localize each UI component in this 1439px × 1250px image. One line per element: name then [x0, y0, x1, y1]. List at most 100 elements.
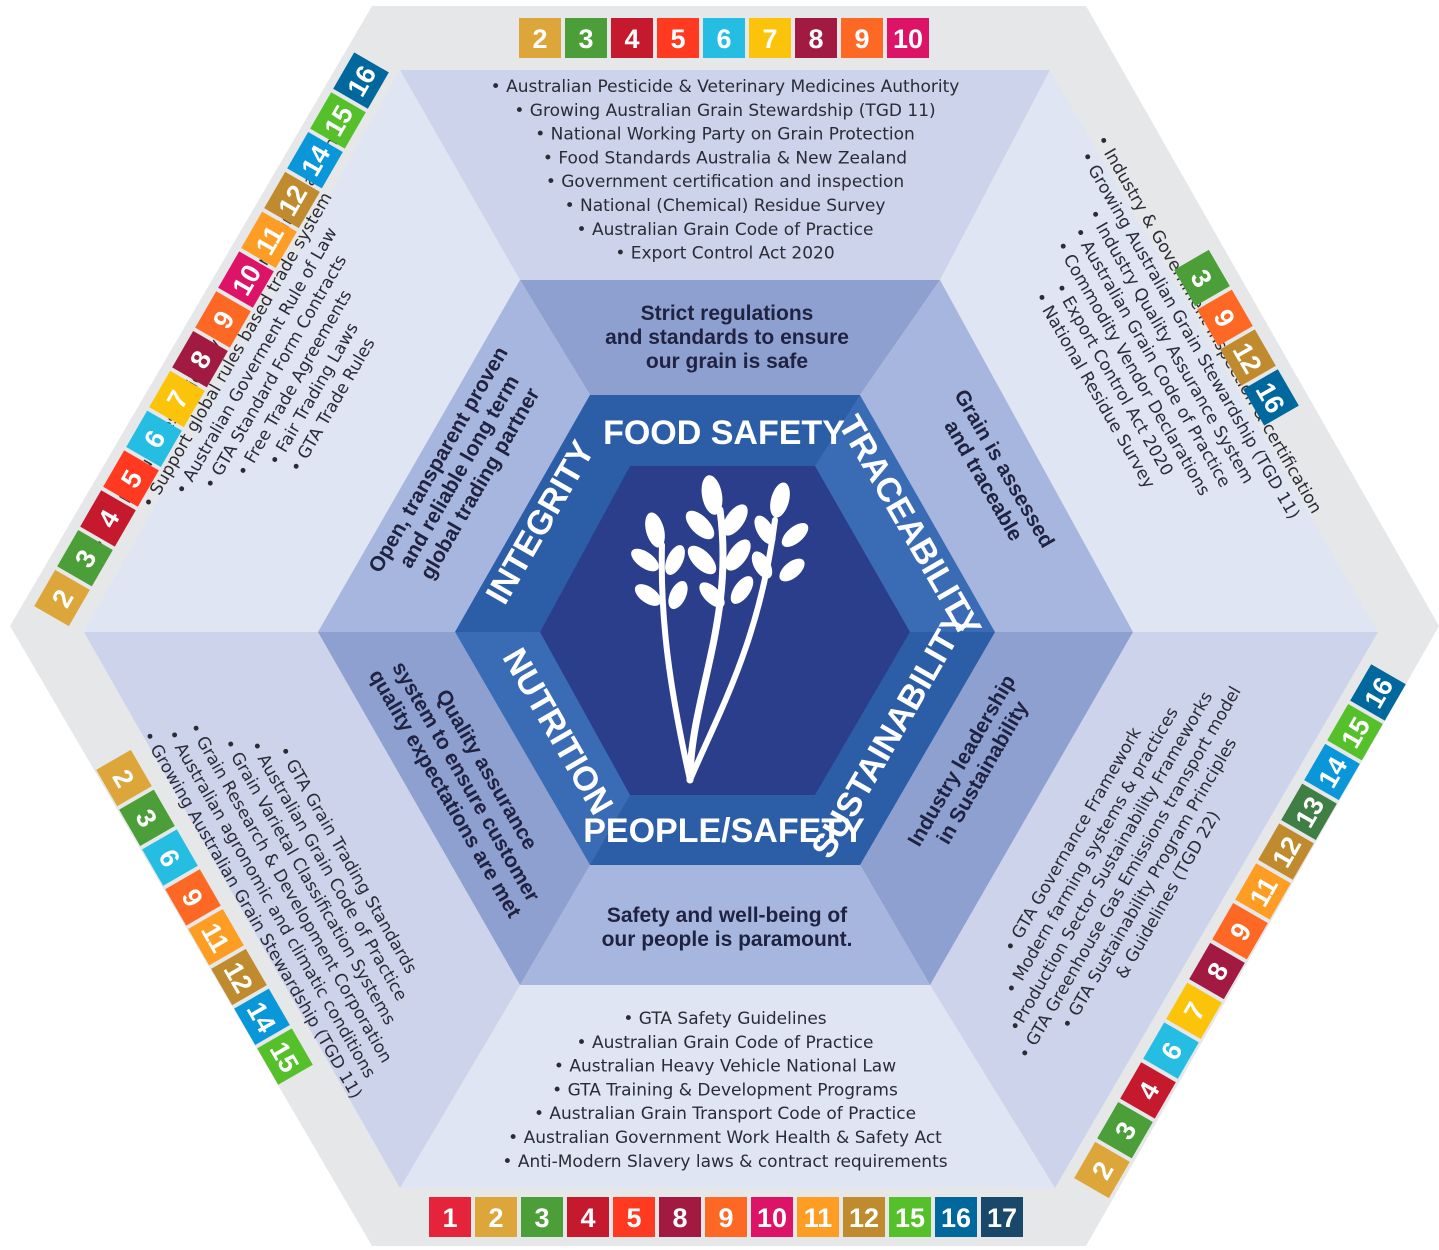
statement-top-line: and standards to ensure [605, 326, 849, 349]
sdg-number: 4 [580, 1203, 595, 1233]
sdg-number: 10 [757, 1203, 787, 1233]
sdg-tile [611, 18, 653, 58]
sdg-tile [1197, 289, 1253, 346]
sdg-tile [1189, 942, 1245, 1000]
sdg-tile [889, 1197, 931, 1237]
sdg-goal-15-icon: 15 [889, 1197, 931, 1237]
sdg-goal-9-icon: 9 [841, 18, 883, 58]
sdg-number: 15 [895, 1203, 925, 1233]
sdg-goal-10-icon: 10 [218, 251, 274, 308]
sdg-number: 16 [941, 1203, 971, 1233]
list-item: • Export Control Act 2020 [615, 244, 834, 264]
sdg-goal-3-icon: 3 [57, 530, 113, 587]
outer-section-lower-right [930, 632, 1378, 1188]
sdg-number: 9 [718, 1203, 733, 1233]
sdg-goal-8-icon: 8 [1189, 942, 1245, 1000]
sdg-tile [613, 1197, 655, 1237]
sdg-goal-6-icon: 6 [142, 829, 198, 886]
sdg-goal-3-icon: 3 [119, 789, 175, 846]
sdg-goal-14-icon: 14 [287, 132, 343, 189]
sdg-tile [1243, 369, 1299, 426]
statement-bottom-line: Safety and well-being of [607, 904, 848, 927]
sdg-number: 3 [534, 1203, 549, 1233]
sdg-number: 12 [849, 1203, 879, 1233]
sdg-goal-5-icon: 5 [657, 18, 699, 58]
sdg-tile [795, 18, 837, 58]
sdg-goal-16-icon: 16 [1350, 664, 1406, 721]
list-item: • Australian Grain Code of Practice [577, 1033, 874, 1053]
sdg-tile [703, 18, 745, 58]
sdg-tile [119, 789, 175, 846]
sdg-goal-16-icon: 16 [333, 52, 389, 109]
sdg-goal-5-icon: 5 [103, 450, 159, 507]
sdg-tile [935, 1197, 977, 1237]
sdg-goal-12-icon: 12 [211, 948, 267, 1006]
sdg-tile [57, 530, 113, 587]
sdg-tile [1327, 704, 1383, 761]
middle-section-lower-right [860, 632, 1133, 985]
sdg-tile [475, 1197, 517, 1237]
middle-section-lower-left [318, 632, 590, 985]
sdg-tile [429, 1197, 471, 1237]
sdg-tile [149, 370, 205, 428]
sdg-tile [264, 171, 320, 229]
statement-bottom-line: our people is paramount. [602, 928, 853, 951]
sdg-tile [103, 450, 159, 507]
sdg-number: 8 [808, 24, 823, 54]
sdg-tile [1304, 743, 1360, 801]
sdg-goal-16-icon: 16 [1243, 369, 1299, 426]
sdg-goal-14-icon: 14 [234, 988, 290, 1045]
sdg-number: 8 [672, 1203, 687, 1233]
list-top: • Australian Pesticide & Veterinary Medi… [491, 77, 960, 264]
sdg-goal-3-icon: 3 [1174, 249, 1230, 307]
sdg-goal-16-icon: 16 [935, 1197, 977, 1237]
sdg-goal-11-icon: 11 [188, 909, 244, 966]
sdg-tile [749, 18, 791, 58]
sdg-number: 4 [624, 24, 639, 54]
sdg-tile [172, 331, 228, 388]
list-item: • Australian Grain Transport Code of Pra… [534, 1104, 916, 1124]
list-item: • GTA Safety Guidelines [623, 1009, 826, 1029]
list-item: • Anti-Modern Slavery laws & contract re… [502, 1152, 947, 1172]
sdg-tile [195, 291, 251, 348]
statement-top: Strict regulations and standards to ensu… [605, 302, 849, 373]
sdg-number: 9 [854, 24, 869, 54]
sdg-goal-2-icon: 2 [96, 749, 152, 807]
sdg-goal-7-icon: 7 [149, 370, 205, 428]
sdg-goal-11-icon: 11 [797, 1197, 839, 1237]
sdg-tile [797, 1197, 839, 1237]
sdg-tile [981, 1197, 1023, 1237]
sdg-goal-9-icon: 9 [1212, 903, 1268, 960]
sdg-goal-8-icon: 8 [659, 1197, 701, 1237]
sdg-number: 5 [670, 24, 685, 54]
sdg-tile [310, 92, 366, 149]
sdg-number: 10 [893, 24, 923, 54]
sdg-tile [257, 1028, 313, 1085]
value-band-bottom [590, 795, 860, 865]
sdg-number: 1 [442, 1203, 457, 1233]
sdg-goal-8-icon: 8 [795, 18, 837, 58]
sdg-goal-9-icon: 9 [165, 869, 221, 926]
sdg-goal-9-icon: 9 [195, 291, 251, 348]
statement-top-line: Strict regulations [641, 302, 814, 325]
sdg-goal-9-icon: 9 [705, 1197, 747, 1237]
sdg-tile [218, 251, 274, 308]
list-item: • Growing Australian Grain Stewardship (… [514, 101, 935, 121]
sdg-tile [333, 52, 389, 109]
sdg-goal-12-icon: 12 [264, 171, 320, 229]
sdg-tile [234, 988, 290, 1045]
sdg-goal-3-icon: 3 [521, 1197, 563, 1237]
sdg-number: 11 [804, 1203, 833, 1233]
sdg-goal-5-icon: 5 [613, 1197, 655, 1237]
outer-section-top [400, 70, 1050, 280]
middle-section-upper-right [860, 280, 1133, 632]
sdg-goal-9-icon: 9 [1197, 289, 1253, 346]
sdg-tile [96, 749, 152, 807]
sdg-goal-12-icon: 12 [1258, 823, 1314, 880]
sdg-goal-13-icon: 13 [1281, 783, 1337, 840]
